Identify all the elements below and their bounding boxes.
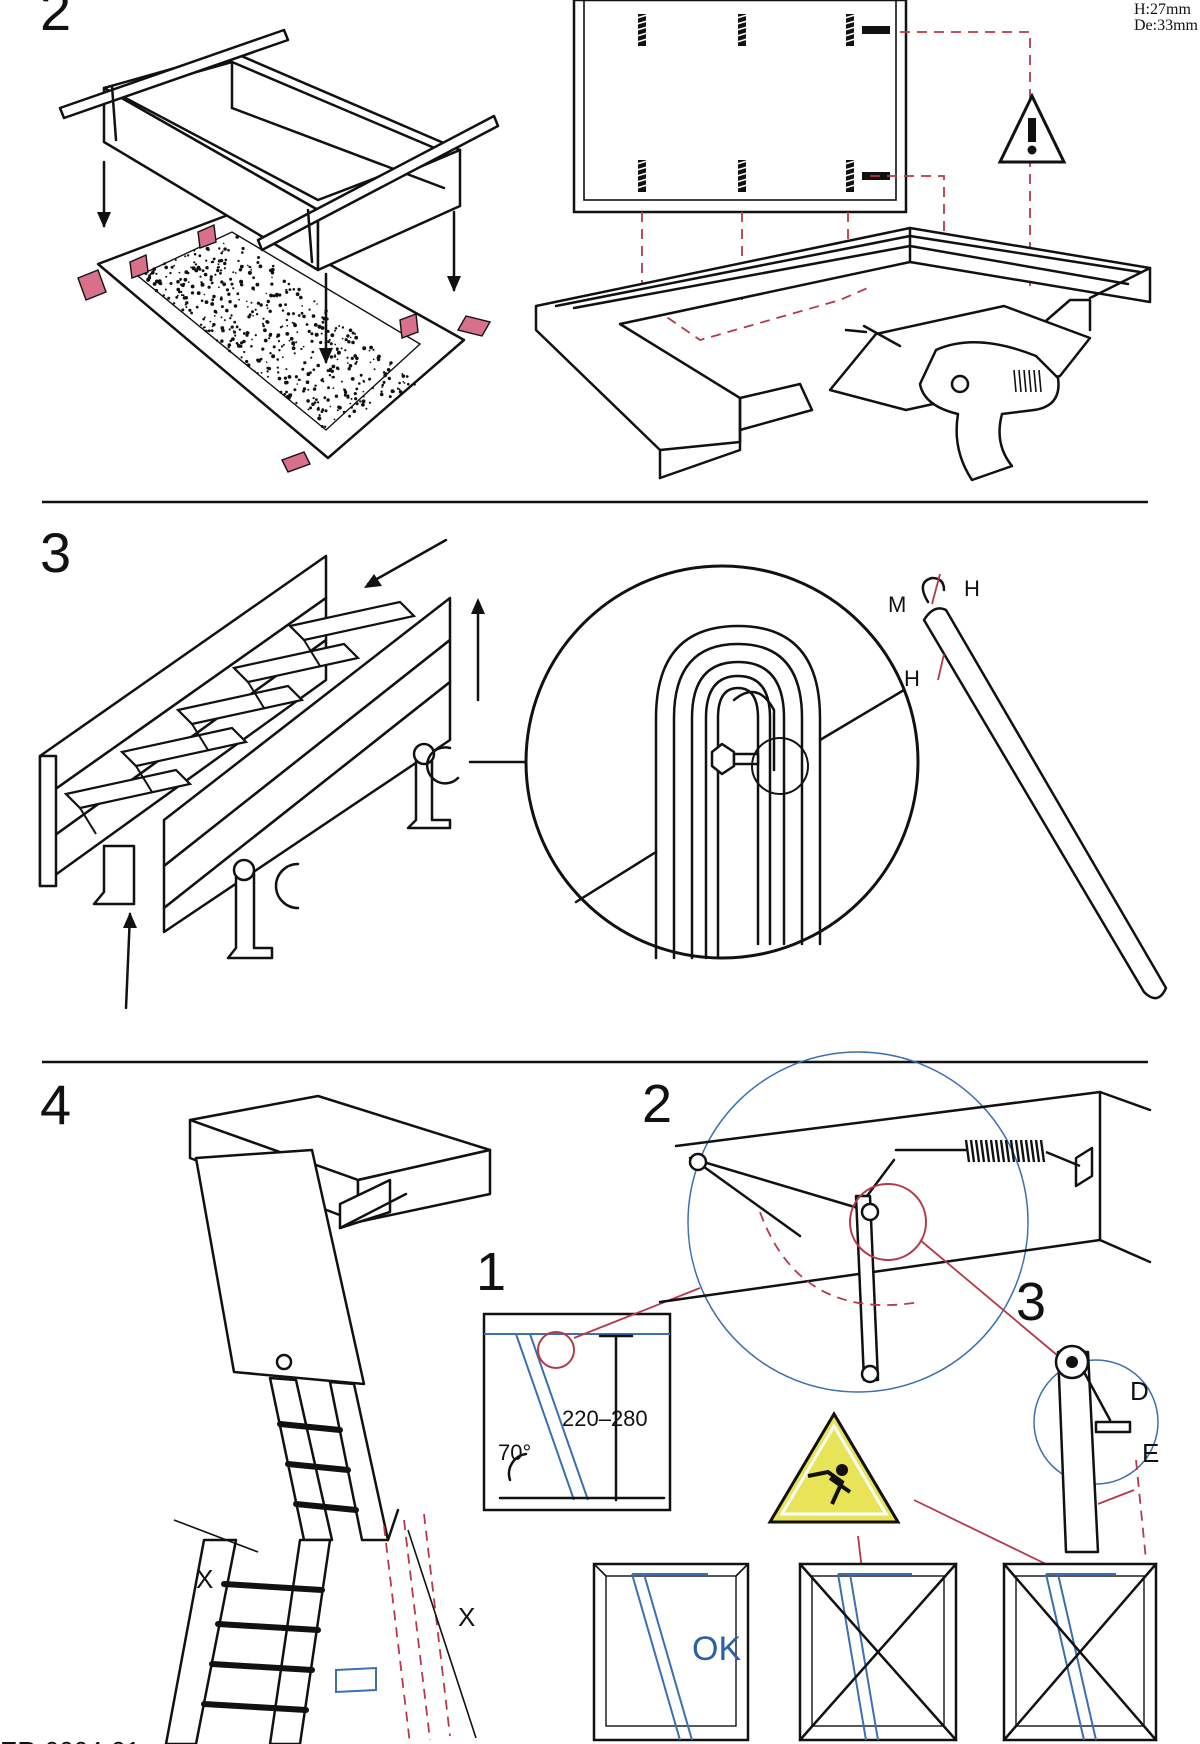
spec-text-h: H:27mm bbox=[1134, 1, 1191, 18]
attic-box-frame bbox=[58, 28, 500, 272]
section3-arrows bbox=[123, 538, 485, 1010]
detail-3-spring-lock: 3 D E bbox=[1016, 1272, 1159, 1561]
section-2: 2 bbox=[40, 0, 1199, 482]
step-2-number: 2 bbox=[40, 0, 71, 42]
ok-label: OK bbox=[692, 1630, 741, 1668]
document-code: ER-0004-01 bbox=[0, 1736, 140, 1744]
label-e: E bbox=[1142, 1438, 1159, 1468]
detail-2-number: 2 bbox=[642, 1074, 672, 1134]
drill-icon bbox=[828, 304, 1092, 482]
attic-ladder-unfolded: X X bbox=[164, 1094, 492, 1744]
label-d: D bbox=[1130, 1376, 1149, 1406]
operating-pole: M H H bbox=[888, 573, 1168, 1000]
section-3: 3 bbox=[38, 521, 1168, 1010]
hinge-brackets bbox=[92, 742, 460, 960]
label-h-bottom: H bbox=[904, 666, 920, 691]
detail-3-number: 3 bbox=[1016, 1272, 1046, 1332]
label-m: M bbox=[888, 592, 906, 617]
warning-icon bbox=[997, 92, 1067, 164]
folded-stair-box bbox=[38, 554, 452, 934]
hinge-detail-magnifier bbox=[468, 564, 920, 960]
result-panels: OK bbox=[592, 1562, 1158, 1742]
panel-wrong-2 bbox=[1002, 1562, 1158, 1742]
panel-wrong-1 bbox=[798, 1562, 958, 1742]
panel-ok: OK bbox=[592, 1562, 750, 1742]
detail-1-angle: 1 220–280 70° bbox=[476, 1242, 701, 1512]
down-arrows bbox=[97, 160, 461, 364]
pink-pads bbox=[77, 223, 492, 473]
label-h-top: H bbox=[964, 576, 980, 601]
step-3-number: 3 bbox=[40, 521, 71, 584]
floor-frame bbox=[534, 226, 1152, 480]
floor-slab-insulation bbox=[96, 210, 466, 460]
fall-warning-icon bbox=[767, 1411, 1051, 1571]
dimension-label: 220–280 bbox=[562, 1406, 648, 1431]
spec-text-de: De:33mm bbox=[1134, 17, 1199, 34]
section-4: 4 X X 1 bbox=[40, 1051, 1159, 1744]
step-4-number: 4 bbox=[40, 1073, 71, 1136]
detail-1-number: 1 bbox=[476, 1242, 506, 1302]
hatch-lid-screws bbox=[572, 0, 908, 214]
label-x-left: X bbox=[196, 1564, 213, 1594]
angle-label: 70° bbox=[498, 1440, 531, 1465]
label-x-right: X bbox=[458, 1602, 475, 1632]
detail-2-mechanism: 2 bbox=[642, 1051, 1152, 1393]
